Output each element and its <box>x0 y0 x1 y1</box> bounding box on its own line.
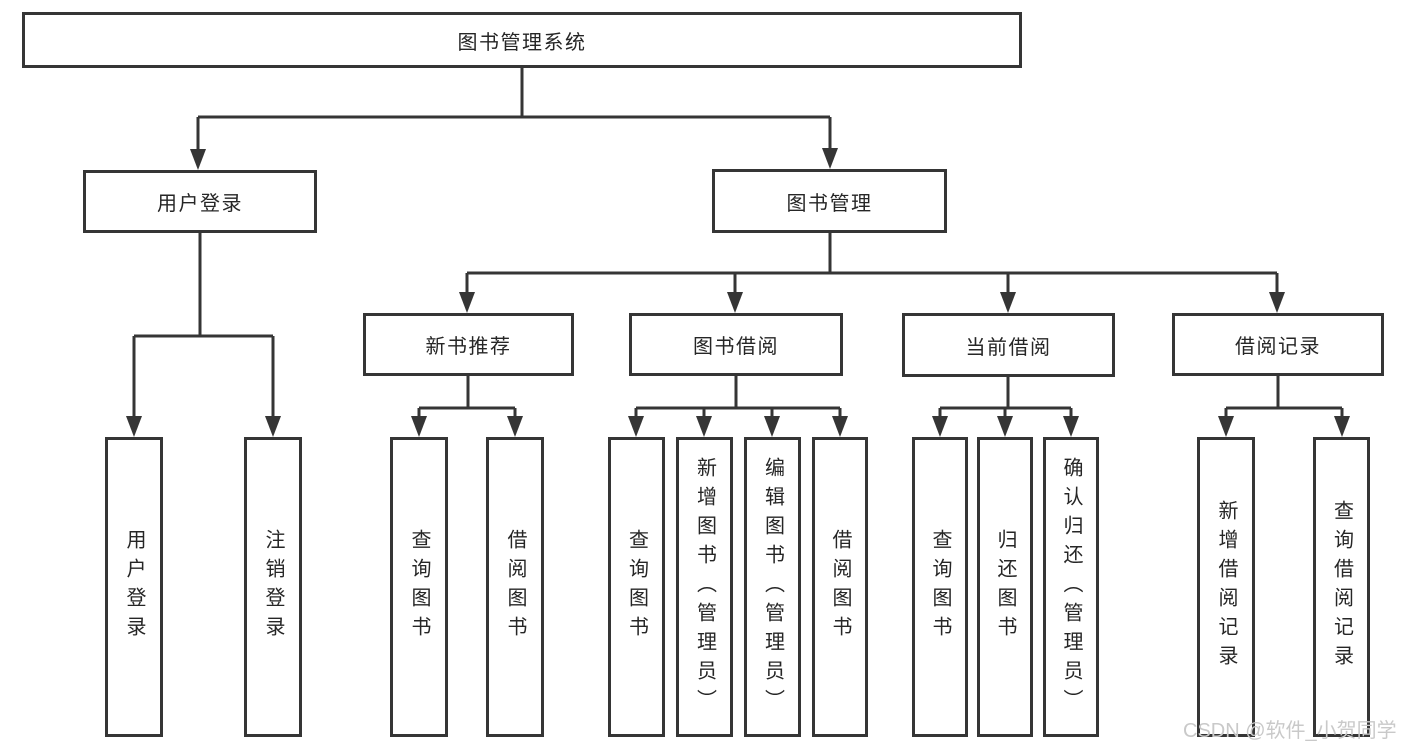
arrowhead-leaf <box>997 416 1013 437</box>
branch-node-user-login: 用户登录 <box>83 170 317 233</box>
leaf-node-logout: 注销登录 <box>244 437 302 737</box>
leaf-node-login: 用户登录 <box>105 437 163 737</box>
arrowhead-leaf <box>628 416 644 437</box>
arrowhead-leaf <box>1218 416 1234 437</box>
leaf-node-add-borrow-record: 新增借阅记录 <box>1197 437 1255 737</box>
arrowhead-user-login <box>190 149 206 170</box>
module-node-book-borrow: 图书借阅 <box>629 313 843 376</box>
leaf-node-query-books-2: 查询图书 <box>608 437 665 737</box>
arrowhead-book-management <box>822 148 838 169</box>
connector-user-login-children <box>126 233 281 437</box>
branch-node-book-management: 图书管理 <box>712 169 947 233</box>
module-node-new-book: 新书推荐 <box>363 313 574 376</box>
module-node-current-borrow: 当前借阅 <box>902 313 1115 377</box>
module-node-borrow-records: 借阅记录 <box>1172 313 1384 376</box>
leaf-node-query-books-1: 查询图书 <box>390 437 448 737</box>
arrowhead-leaf <box>832 416 848 437</box>
arrowhead-leaf <box>932 416 948 437</box>
connector-book-borrow-children <box>628 376 848 437</box>
leaf-node-return-books: 归还图书 <box>977 437 1033 737</box>
connector-current-borrow-children <box>932 377 1079 437</box>
arrowhead-login <box>126 416 142 437</box>
arrowhead-leaf <box>1334 416 1350 437</box>
leaf-node-query-borrow-record: 查询借阅记录 <box>1313 437 1370 737</box>
arrowhead-leaf <box>507 416 523 437</box>
leaf-node-borrow-books-1: 借阅图书 <box>486 437 544 737</box>
arrowhead-logout <box>265 416 281 437</box>
arrowhead-book-borrow <box>727 292 743 313</box>
arrowhead-borrow-records <box>1269 292 1285 313</box>
arrowhead-current-borrow <box>1000 292 1016 313</box>
arrowhead-leaf <box>411 416 427 437</box>
leaf-node-add-books-admin: 新增图书（管理员） <box>676 437 733 737</box>
watermark: CSDN @软件_小贺同学 <box>1183 720 1397 742</box>
leaf-node-confirm-return-admin: 确认归还（管理员） <box>1043 437 1099 737</box>
leaf-node-borrow-books-2: 借阅图书 <box>812 437 868 737</box>
connector-root-to-level2 <box>190 68 838 170</box>
connector-borrow-records-children <box>1218 376 1350 437</box>
arrowhead-leaf <box>696 416 712 437</box>
root-node-system-title: 图书管理系统 <box>22 12 1022 68</box>
leaf-node-edit-books-admin: 编辑图书（管理员） <box>744 437 801 737</box>
connector-new-book-children <box>411 376 523 437</box>
arrowhead-leaf <box>764 416 780 437</box>
leaf-node-query-books-3: 查询图书 <box>912 437 968 737</box>
connector-book-management-children <box>459 233 1285 313</box>
arrowhead-new-book <box>459 292 475 313</box>
arrowhead-leaf <box>1063 416 1079 437</box>
